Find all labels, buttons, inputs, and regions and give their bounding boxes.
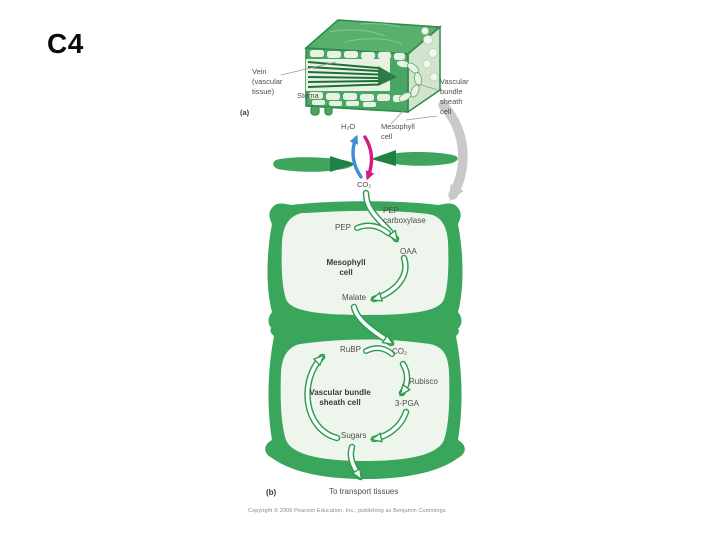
- transport-tissues-label: To transport tissues: [329, 487, 399, 496]
- leaf-block-illustration: [280, 19, 442, 125]
- malate-transfer-arrow: [350, 303, 395, 347]
- rubp-to-co2-arrow: [363, 345, 395, 357]
- copyright-line: Copyright © 2006 Pearson Education, Inc.…: [248, 508, 446, 514]
- sugars-export-arrow: [347, 443, 364, 481]
- epidermis-cells-lower: [309, 92, 404, 107]
- slide-title: C4: [47, 28, 84, 59]
- bundle-sheath-ring-cells: [396, 59, 423, 102]
- pep-carboxylase-label: PEP carboxylase: [383, 206, 426, 225]
- pga-label: 3-PGA: [395, 399, 420, 408]
- panel-b-tag: (b): [266, 488, 277, 497]
- pep-join-arrow: [354, 222, 391, 236]
- gas-exchange-arrows: [349, 134, 375, 181]
- rubp-label: RuBP: [340, 345, 361, 354]
- h2o-arrow: [349, 134, 363, 179]
- malate-label: Malate: [342, 293, 367, 302]
- bundle-sheath-cell-name: Vascular bundle sheath cell: [309, 388, 371, 407]
- co2-bundle-label: CO₂: [392, 347, 408, 356]
- vein-label: Vein (vascular tissue): [252, 67, 283, 96]
- mesophyll-cell-pointer-label: Mesophyll cell: [381, 122, 415, 141]
- mesophyll-cell-shape: [267, 201, 463, 340]
- pga-to-sugars-arrow: [369, 408, 410, 443]
- uptake-path-arrow: [438, 100, 468, 202]
- sugars-to-rubp-arrow: [304, 353, 341, 442]
- calvin-cycle-arrows: [304, 345, 411, 481]
- co2-stoma-label: CO₂: [357, 180, 372, 189]
- pointer-lines: [280, 61, 439, 125]
- vein-stripes: [306, 59, 397, 91]
- co2-to-oaa-arrow: [362, 189, 400, 243]
- co2-to-pga-arrow: [398, 360, 411, 397]
- c4-pathway-arrows: [350, 189, 409, 347]
- rubisco-label: Rubisco: [409, 377, 438, 386]
- oaa-label: OAA: [400, 247, 417, 256]
- co2-arrow: [363, 135, 375, 181]
- pep-label: PEP: [335, 223, 352, 232]
- mesophyll-round-cells: [421, 27, 439, 82]
- vascular-bundle-sheath-cell-label: Vascular bundle sheath cell: [440, 77, 469, 116]
- stoma-guard-cells: [273, 150, 458, 172]
- sugars-label: Sugars: [341, 431, 367, 440]
- stomata-bumps: [310, 105, 333, 116]
- stoma-label: Stoma: [297, 91, 319, 100]
- panel-a-tag: (a): [240, 108, 250, 117]
- mesophyll-cell-name: Mesophyll cell: [326, 258, 366, 277]
- h2o-label: H₂O: [341, 122, 356, 131]
- epidermis-cells-upper: [310, 50, 405, 60]
- oaa-to-malate-arrow: [369, 254, 409, 303]
